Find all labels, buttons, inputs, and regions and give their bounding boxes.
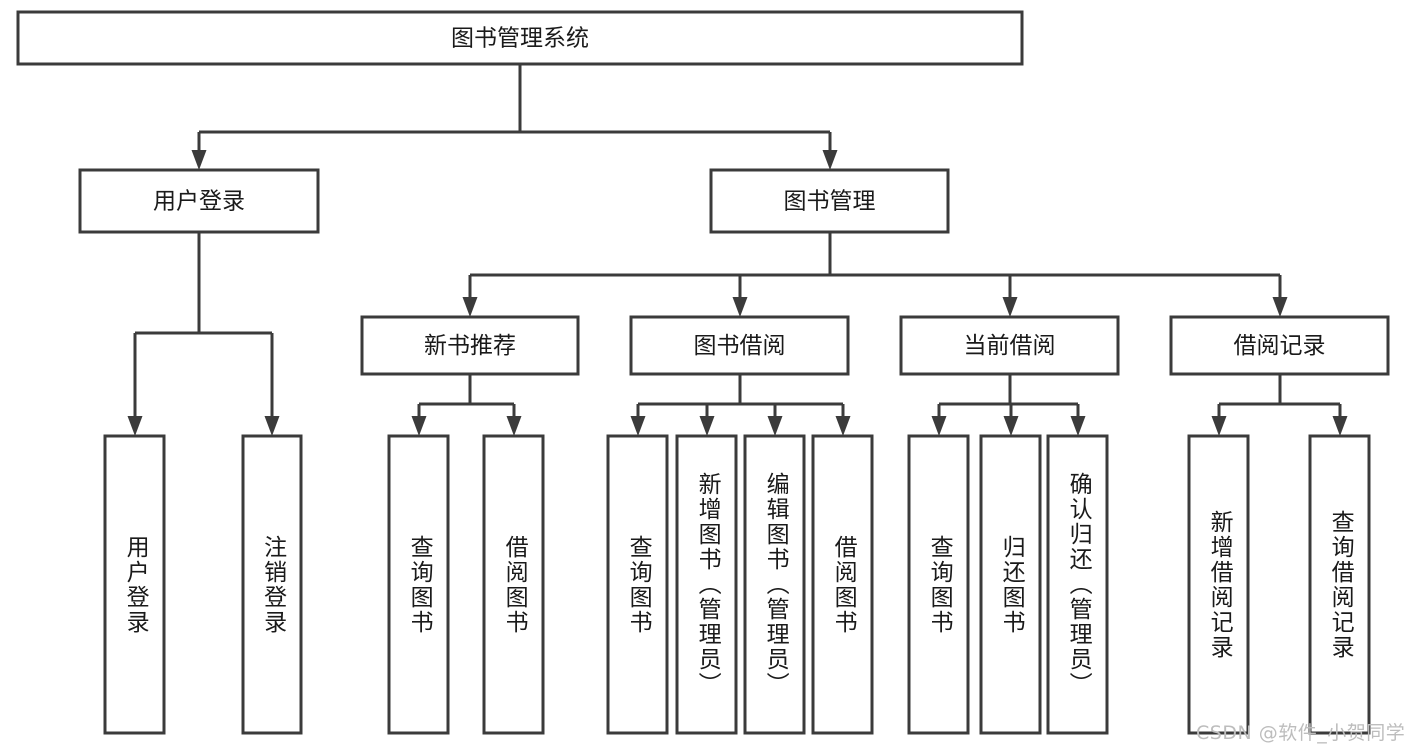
arrow-head-icon	[699, 416, 715, 436]
arrow-head-icon	[127, 416, 143, 436]
watermark-text: CSDN @软件_小贺同学	[1196, 722, 1405, 744]
node-box-book-borrow[interactable]	[629, 315, 850, 376]
node-label-book-manage: 图书管理	[784, 189, 876, 215]
node-box-user-login[interactable]	[78, 168, 320, 234]
node-box-leaf-cb-confirm[interactable]	[1046, 434, 1109, 735]
node-box-book-manage[interactable]	[709, 168, 950, 234]
node-box-leaf-user-logout[interactable]	[241, 434, 303, 735]
edge-group-user-login	[127, 232, 280, 436]
node-box-leaf-cb-query[interactable]	[907, 434, 970, 735]
arrow-head-icon	[1002, 297, 1018, 317]
edge-group-current-borrow	[931, 374, 1086, 436]
arrow-head-icon	[411, 416, 427, 436]
connectors-layer	[127, 64, 1348, 436]
arrow-head-icon	[732, 297, 748, 317]
arrow-head-icon	[822, 150, 838, 170]
node-box-leaf-bb-borrow[interactable]	[811, 434, 874, 735]
node-box-leaf-br-query[interactable]	[1308, 434, 1371, 735]
arrow-head-icon	[191, 150, 207, 170]
arrow-head-icon	[835, 416, 851, 436]
arrow-head-icon	[1211, 416, 1227, 436]
edge-group-borrow-record	[1211, 374, 1348, 436]
edge-group-root	[191, 64, 838, 170]
node-box-leaf-cb-return[interactable]	[979, 434, 1042, 735]
node-box-borrow-record[interactable]	[1169, 315, 1390, 376]
node-box-root[interactable]	[16, 10, 1024, 66]
node-label-book-borrow: 图书借阅	[694, 333, 786, 359]
node-label-user-login: 用户登录	[153, 189, 245, 215]
arrow-head-icon	[264, 416, 280, 436]
node-boxes-layer	[16, 10, 1390, 735]
arrow-head-icon	[931, 416, 947, 436]
node-box-leaf-bb-add[interactable]	[675, 434, 738, 735]
arrow-head-icon	[1272, 297, 1288, 317]
node-box-new-book-rec[interactable]	[360, 315, 580, 376]
node-box-leaf-rec-borrow[interactable]	[482, 434, 545, 735]
arrow-head-icon	[506, 416, 522, 436]
node-box-leaf-user-login[interactable]	[103, 434, 166, 735]
node-box-leaf-rec-query[interactable]	[387, 434, 450, 735]
node-box-leaf-br-add[interactable]	[1187, 434, 1250, 735]
node-label-new-book-rec: 新书推荐	[424, 333, 516, 359]
edge-group-book-manage	[462, 232, 1288, 317]
arrow-head-icon	[630, 416, 646, 436]
node-box-leaf-bb-edit[interactable]	[743, 434, 806, 735]
node-box-leaf-bb-query[interactable]	[606, 434, 669, 735]
arrow-head-icon	[767, 416, 783, 436]
arrow-head-icon	[1332, 416, 1348, 436]
arrow-head-icon	[1003, 416, 1019, 436]
arrow-head-icon	[1070, 416, 1086, 436]
arrow-head-icon	[462, 297, 478, 317]
node-label-borrow-record: 借阅记录	[1234, 333, 1326, 359]
node-label-current-borrow: 当前借阅	[964, 333, 1056, 359]
node-label-root: 图书管理系统	[451, 26, 589, 52]
edge-group-new-book-rec	[411, 374, 522, 436]
edge-group-book-borrow	[630, 374, 851, 436]
node-box-current-borrow[interactable]	[899, 315, 1120, 376]
